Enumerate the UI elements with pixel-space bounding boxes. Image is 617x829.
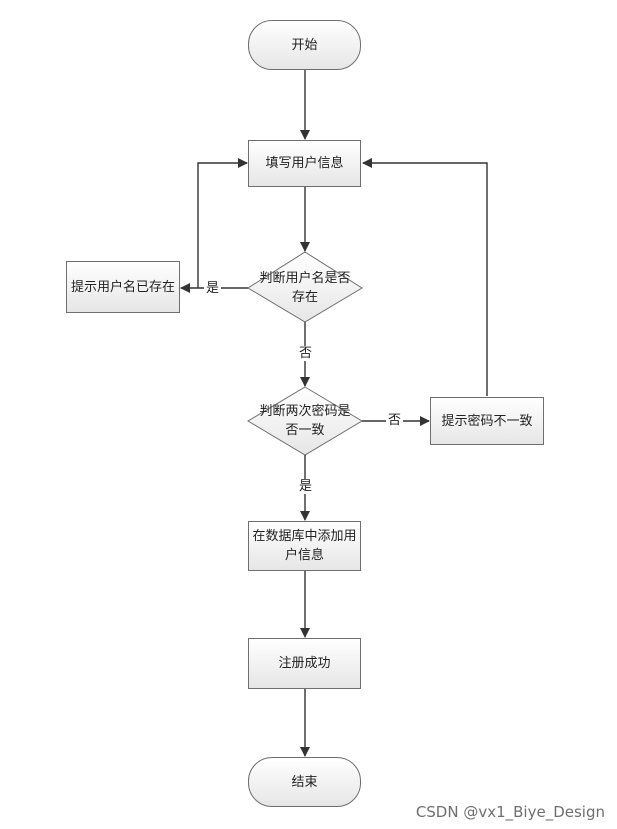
fill-info-label: 填写用户信息 bbox=[265, 156, 344, 171]
success-label: 注册成功 bbox=[278, 656, 331, 671]
password-mismatch-node: 提示密码不一致 bbox=[430, 397, 544, 445]
check-password-node: 判断两次密码是否一致 bbox=[256, 401, 354, 441]
end-node: 结束 bbox=[248, 757, 361, 807]
check-username-node: 判断用户名是否存在 bbox=[256, 268, 354, 308]
add-to-db-node: 在数据库中添加用户信息 bbox=[248, 521, 361, 571]
start-node: 开始 bbox=[248, 20, 361, 70]
edge-mismatch-loop bbox=[362, 158, 488, 396]
password-mismatch-label: 提示密码不一致 bbox=[441, 413, 533, 429]
check-username-label: 判断用户名是否存在 bbox=[259, 271, 351, 305]
username-exists-node: 提示用户名已存在 bbox=[66, 261, 180, 313]
edge-username-loop bbox=[197, 158, 248, 288]
fill-info-node: 填写用户信息 bbox=[248, 140, 361, 187]
success-node: 注册成功 bbox=[248, 638, 361, 689]
watermark-text: CSDN @vx1_Biye_Design bbox=[415, 803, 605, 821]
check-password-label: 判断两次密码是否一致 bbox=[259, 404, 351, 438]
edge-label-username-no: 否 bbox=[297, 346, 315, 361]
start-label: 开始 bbox=[291, 37, 318, 53]
edge-label-password-yes: 是 bbox=[297, 479, 315, 494]
username-exists-label: 提示用户名已存在 bbox=[71, 279, 176, 295]
end-label: 结束 bbox=[291, 774, 318, 790]
edge-label-password-no: 否 bbox=[386, 413, 404, 428]
edge-label-username-yes: 是 bbox=[204, 281, 222, 296]
add-to-db-label: 在数据库中添加用户信息 bbox=[252, 529, 357, 563]
